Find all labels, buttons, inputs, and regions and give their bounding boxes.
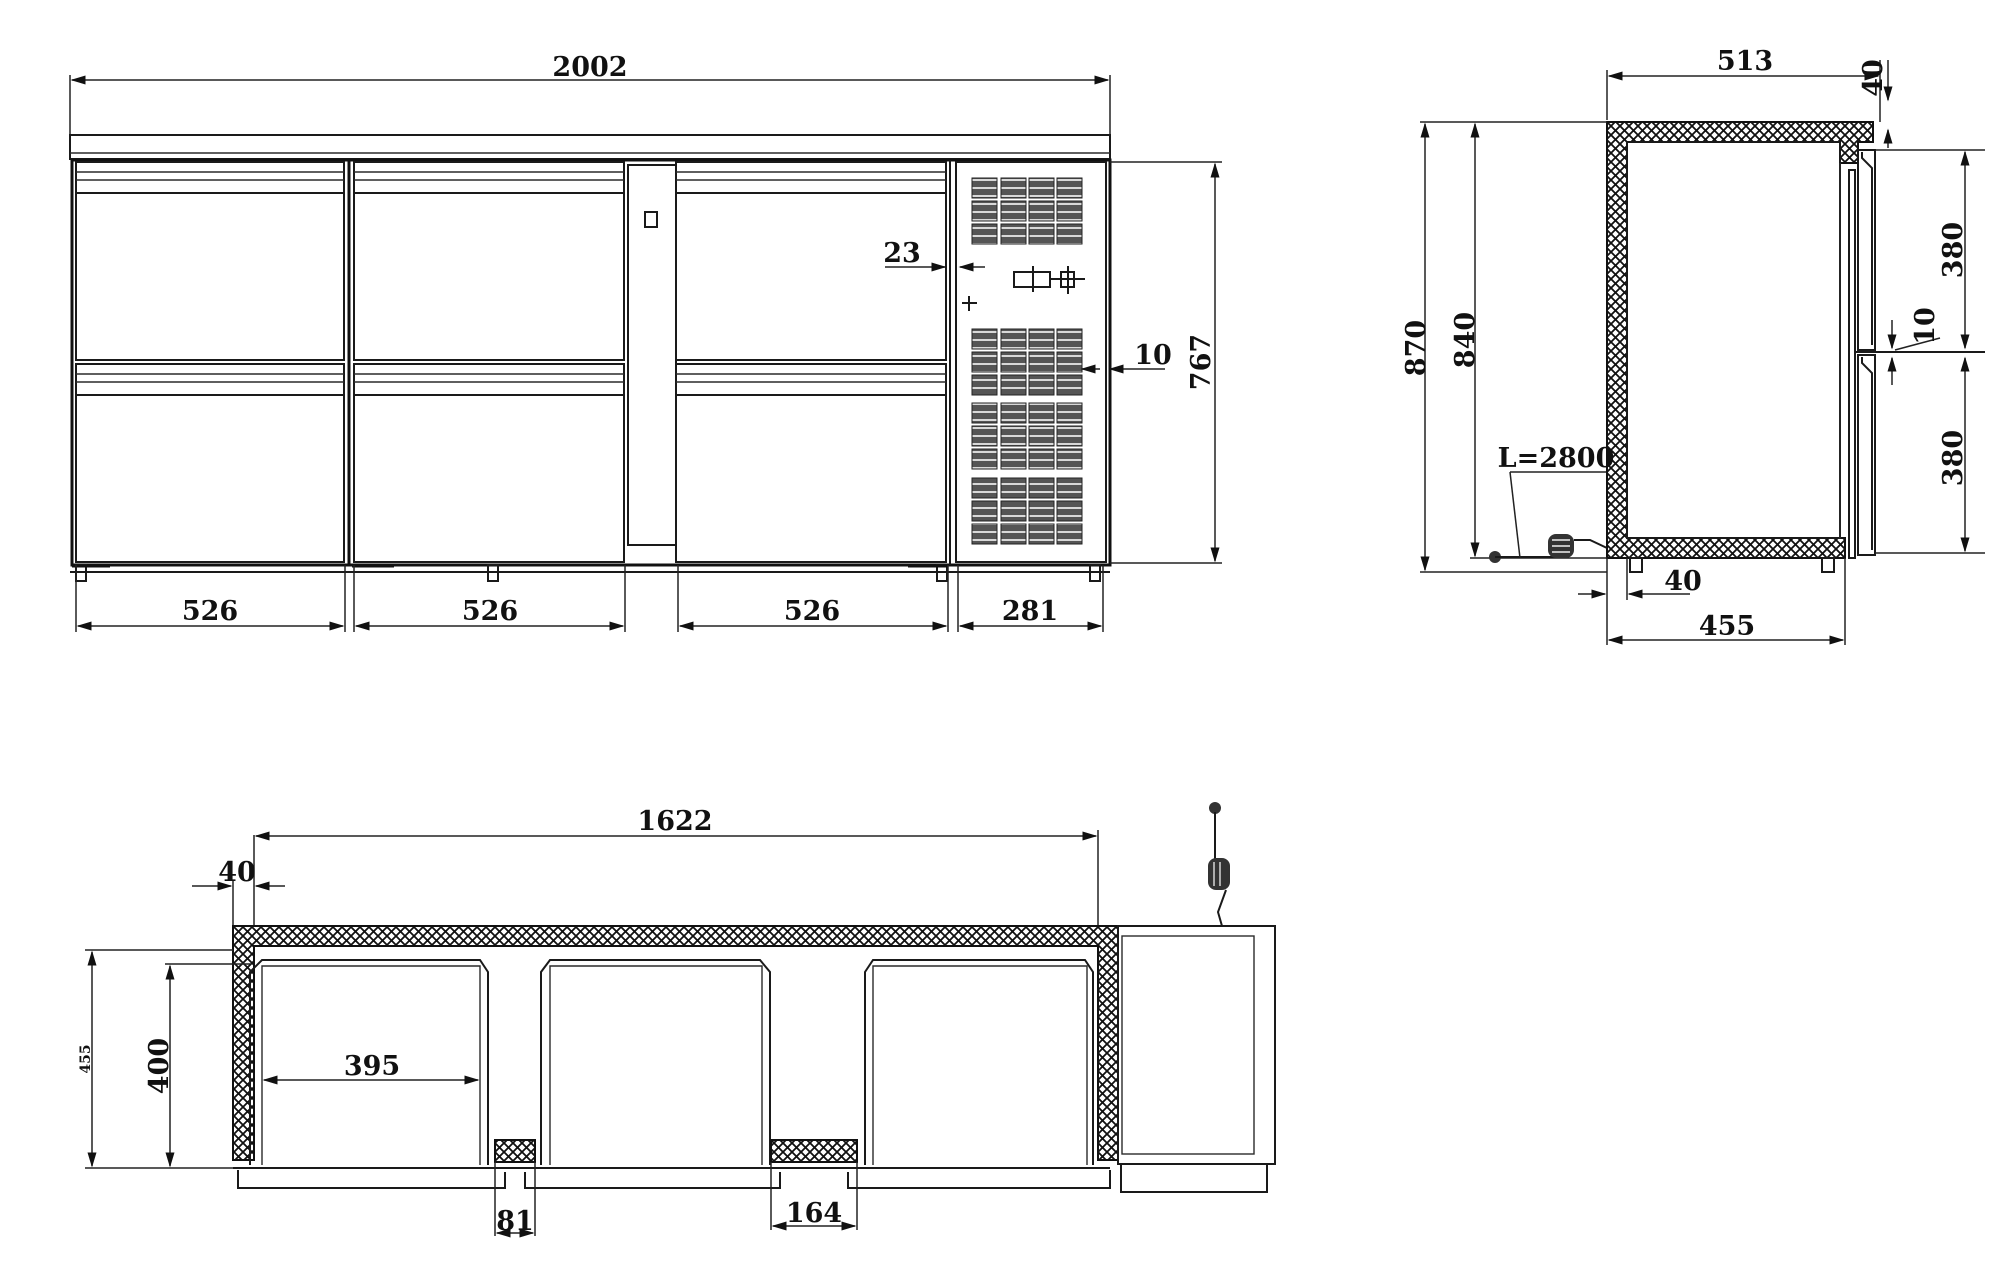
foot-front [1821,557,1835,573]
dim-inner-length: 1622 [253,806,1099,930]
fuse-holder-icon [962,266,1085,311]
dim-label-513: 513 [1717,46,1773,77]
dim-label-526-b: 526 [462,596,518,627]
foot-rear [1629,557,1643,573]
dim-label-81: 81 [496,1206,534,1237]
dim-mullion-large: 164 [770,1162,858,1231]
dim-total-height: 870 [1401,121,1607,573]
dim-label-526-a: 526 [182,596,238,627]
dim-wall-thickness-side: 40 [1578,558,1702,600]
dim-grille-offset: 10 [1080,340,1172,374]
dim-label-526-c: 526 [784,596,840,627]
dim-inner-depth-plan: 400 [144,963,250,1168]
dim-label-395: 395 [344,1051,400,1082]
front-view: 2002 [69,52,1222,632]
drawer-plan-1 [249,959,489,1165]
dim-section-widths: 526 526 526 281 [75,565,1104,632]
dim-label-2002: 2002 [552,52,627,83]
control-switch-icon [644,211,658,228]
power-cable-icon: L=2800 [1489,443,1614,563]
plan-section-view: 1622 40 [78,802,1276,1238]
dim-top-overhang: 40 [1858,59,1893,148]
dim-body-height: 767 [1110,161,1222,564]
drawer-plan-3 [864,959,1094,1165]
dim-label-840: 840 [1450,312,1481,368]
dim-label-400: 400 [144,1038,175,1094]
dim-drawer-lower: 380 [1875,356,1985,554]
insulated-cabinet-shell [1606,121,1874,559]
dim-drawer-width-plan: 395 [262,1051,480,1085]
dim-label-40-plan: 40 [218,857,256,888]
dim-label-455-side: 455 [1699,611,1755,642]
dim-mullion-small: 81 [494,1162,536,1238]
mullion-small [494,1139,536,1163]
side-section-view: 513 40 380 [1401,46,1985,645]
drawer-column-3 [675,161,947,563]
dim-label-1622: 1622 [637,806,712,837]
dim-label-767: 767 [1186,334,1217,390]
drawer-upper [675,161,947,361]
dim-label-cable-length: L=2800 [1498,443,1615,474]
dim-label-455-plan: 455 [78,1044,94,1073]
dim-overall-width: 2002 [69,52,1111,165]
drawer-upper [353,161,625,361]
drawer-lower [353,363,625,563]
mullion-large [770,1139,858,1163]
vent-grille-top [971,177,1083,245]
vent-grille-bottom [971,328,1083,545]
dim-label-40-top: 40 [1858,59,1889,97]
compressor-housing-plan [1117,925,1276,1193]
dim-label-380-lower: 380 [1938,430,1969,486]
dim-label-281: 281 [1002,596,1058,627]
drawer-fronts-side [1848,149,1985,559]
dim-side-offset: 23 [883,238,985,272]
drawer-lower [75,363,345,563]
adjustable-feet [70,564,1110,582]
cabinet-body [70,158,1112,567]
dim-label-870: 870 [1401,320,1432,376]
drawer-lower [675,363,947,563]
dim-base-depth: 455 [1606,558,1846,645]
dim-total-depth-plan: 455 [78,949,233,1169]
drawer-plan-2 [540,959,771,1165]
worktop [69,134,1111,160]
front-rail-plan [233,1167,1111,1189]
dim-wall-thickness-plan: 40 [192,857,285,930]
dim-label-10-gap: 10 [1910,307,1941,345]
drawer-column-1 [75,161,345,563]
dim-drawer-gap: 10 [1887,307,1941,385]
dim-label-10: 10 [1134,340,1172,371]
dim-body-height-side: 840 [1450,122,1607,559]
dim-label-164: 164 [786,1198,842,1229]
dim-label-23: 23 [883,238,921,269]
center-control-strip [627,164,677,546]
drawer-column-2 [353,161,625,563]
dim-drawer-upper: 380 [1875,149,1985,350]
compressor-grille-panel [955,161,1107,563]
dim-label-380-upper: 380 [1938,222,1969,278]
insulated-walls-plan [232,925,1119,1161]
drawer-upper [75,161,345,361]
dim-depth-top: 513 [1606,46,1880,120]
dim-label-40-side: 40 [1664,566,1702,597]
power-cable-plan-icon [1208,802,1230,927]
